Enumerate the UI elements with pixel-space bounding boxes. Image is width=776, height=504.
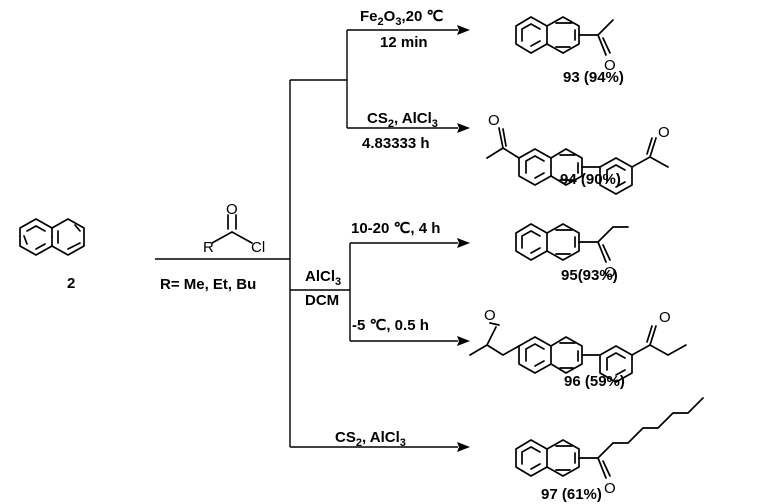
product-94-label: 94 (90%): [560, 171, 621, 188]
product-93-oxygen: O: [604, 57, 616, 74]
product-94-oxygen-right: O: [658, 124, 670, 141]
product-97-label: 97 (61%): [541, 486, 602, 503]
product-96-oxygen-left: O: [484, 307, 496, 324]
conditions-93-top: Fe2O3,20 ℃: [360, 8, 443, 28]
acyl-r-group: R: [203, 239, 214, 256]
carbonyl-oxygen: O: [226, 201, 238, 218]
arrow-to-94: [347, 123, 470, 133]
conditions-96-top: -5 ℃, 0.5 h: [352, 317, 429, 334]
conditions-97-top: CS2, AlCl3: [335, 429, 406, 449]
product-94-oxygen-left: O: [488, 112, 500, 129]
starting-material-label: 2: [67, 275, 75, 292]
product-96-structure: [469, 322, 687, 383]
product-96-oxygen-right: O: [659, 309, 671, 326]
conditions-94-bottom: 4.83333 h: [362, 135, 430, 152]
arrow-to-97: [290, 442, 470, 452]
conditions-93-bottom: 12 min: [380, 34, 428, 51]
product-94-structure: [486, 127, 669, 195]
product-96-label: 96 (59%): [564, 373, 625, 390]
product-97-oxygen: O: [604, 480, 616, 497]
conditions-94-top: CS2, AlCl3: [367, 110, 438, 130]
conditions-95-top: 10-20 ℃, 4 h: [351, 220, 440, 237]
product-93-structure: [515, 16, 614, 56]
chlorine-atom: Cl: [251, 239, 265, 256]
product-93-label: 93 (94%): [563, 69, 624, 86]
solvent-label: DCM: [305, 292, 339, 309]
biphenyl-starting-material: [19, 218, 85, 256]
r-group-definition: R= Me, Et, Bu: [160, 276, 256, 293]
product-95-structure: [515, 223, 629, 263]
arrow-to-95: [350, 238, 470, 248]
arrow-to-93: [347, 25, 470, 35]
product-95-oxygen: O: [604, 264, 616, 281]
catalyst-label: AlCl3: [305, 268, 341, 288]
arrow-to-96: [350, 336, 470, 346]
product-95-label: 95(93%): [561, 267, 618, 284]
product-97-structure: [515, 397, 704, 479]
acyl-chloride-structure: [211, 214, 253, 244]
